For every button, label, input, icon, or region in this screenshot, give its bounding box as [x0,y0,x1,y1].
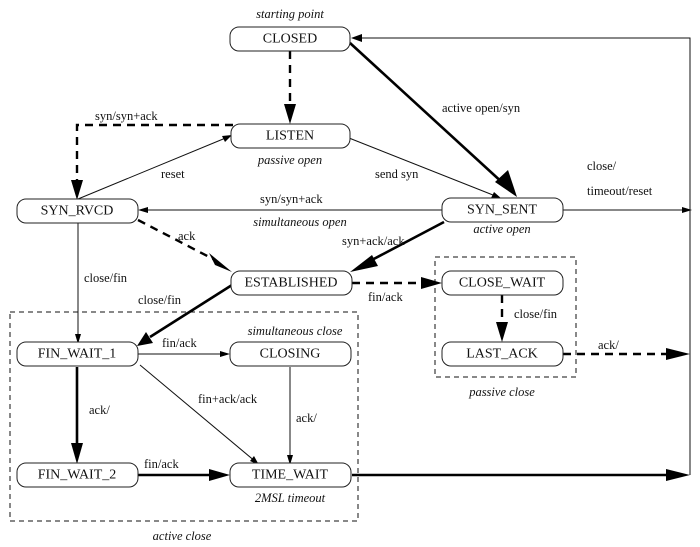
edge-synrcvd-listen: reset [77,135,232,200]
edge-synrcvd-finwait1: close/fin [75,222,128,344]
edge-timewait-closed [352,469,690,481]
edge-label-timeout-reset: timeout/reset [587,184,653,198]
state-closed[interactable]: CLOSED [229,26,351,52]
edge-listen-synsent: send syn [348,137,502,199]
edge-label-send-syn: send syn [375,167,419,181]
edge-established-closewait: fin/ack [352,277,442,304]
active-close-group [9,311,359,522]
edge-label-ack: ack [178,229,196,243]
edge-label-ack-3: ack/ [89,403,110,417]
state-closed-label: CLOSED [263,32,317,47]
state-fin-wait-1-label: FIN_WAIT_1 [38,347,117,362]
state-fin-wait-1[interactable]: FIN_WAIT_1 [16,341,139,367]
state-listen[interactable]: LISTEN [230,123,351,149]
edge-label-ack-2: ack/ [598,338,619,352]
edge-closed-listen [284,51,296,124]
edge-closewait-lastack: close/fin [496,295,558,342]
edge-label-close: close/ [587,159,617,173]
edge-synrcvd-established: ack [137,218,232,272]
edge-label-close-fin-2: close/fin [138,293,182,307]
state-time-wait[interactable]: TIME_WAIT [229,462,352,488]
edge-finwait1-timewait: fin+ack/ack [139,364,259,465]
edge-synsent-established: syn+ack/ack [342,220,445,272]
edge-label-syn-synack-1: syn/syn+ack [95,109,158,123]
state-close-wait-label: CLOSE_WAIT [459,276,546,291]
edge-synsent-closed: close/ timeout/reset [563,159,692,213]
edge-finwait1-closing: fin/ack [138,336,230,357]
note-simultaneous-open: simultaneous open [253,215,346,229]
state-time-wait-label: TIME_WAIT [252,468,329,483]
note-passive-close: passive close [468,385,535,399]
edge-label-close-fin-1: close/fin [84,271,128,285]
note-active-close: active close [153,529,212,543]
edge-label-close-fin-3: close/fin [514,307,558,321]
note-2msl-timeout: 2MSL timeout [255,491,326,505]
edge-label-synack-ack: syn+ack/ack [342,234,405,248]
state-syn-rvcd-label: SYN_RVCD [41,204,114,219]
edge-label-reset: reset [161,167,185,181]
edge-label-fin-ack-2: fin/ack [162,336,197,350]
edge-label-fin-ack-1: fin/ack [368,290,403,304]
edge-listen-synrcvd: syn/syn+ack [71,109,233,200]
note-simultaneous-close: simultaneous close [248,324,343,338]
edge-label-ack-4: ack/ [296,411,317,425]
state-fin-wait-2-label: FIN_WAIT_2 [38,468,117,483]
state-last-ack-label: LAST_ACK [466,347,538,362]
state-close-wait[interactable]: CLOSE_WAIT [441,270,564,296]
edge-return-to-closed [351,34,691,475]
note-passive-open: passive open [257,153,322,167]
edge-established-finwait1: close/fin [137,283,233,346]
edge-label-syn-synack-2: syn/syn+ack [260,192,323,206]
state-established[interactable]: ESTABLISHED [230,270,353,296]
state-closing-label: CLOSING [260,347,321,362]
passive-close-group [434,256,577,378]
edge-closed-synsent: active open/syn [349,42,521,197]
edge-lastack-closed: ack/ [563,338,690,360]
edge-finwait1-finwait2: ack/ [71,367,110,464]
note-starting-point: starting point [256,7,324,21]
edge-label-finack-ack: fin+ack/ack [198,392,258,406]
state-syn-sent[interactable]: SYN_SENT [441,197,564,223]
edge-label-active-open-syn: active open/syn [442,101,521,115]
state-last-ack[interactable]: LAST_ACK [441,341,564,367]
state-closing[interactable]: CLOSING [229,341,352,367]
state-fin-wait-2[interactable]: FIN_WAIT_2 [16,462,139,488]
edge-label-fin-ack-3: fin/ack [144,457,179,471]
state-syn-sent-label: SYN_SENT [467,203,537,218]
state-established-label: ESTABLISHED [245,276,338,291]
note-active-open: active open [473,222,530,236]
edge-synsent-synrcvd: syn/syn+ack [138,192,442,213]
edge-finwait2-timewait: fin/ack [138,457,230,481]
edge-closing-timewait: ack/ [287,367,317,465]
state-syn-rvcd[interactable]: SYN_RVCD [16,198,139,224]
state-listen-label: LISTEN [266,129,314,144]
